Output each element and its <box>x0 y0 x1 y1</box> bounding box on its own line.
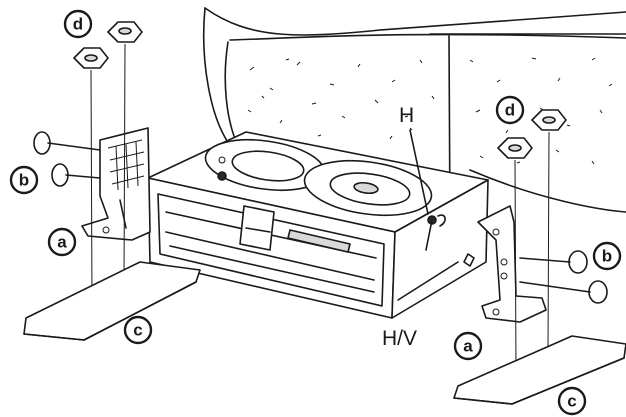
label-hv: H/V <box>382 327 417 350</box>
svg-text:d: d <box>505 101 515 120</box>
right-bracket <box>477 205 547 323</box>
svg-text:b: b <box>602 247 612 266</box>
right-screws <box>519 250 608 304</box>
label-h: H <box>399 104 414 127</box>
badge-b-left: b <box>9 165 39 195</box>
badge-c-right: c <box>557 386 587 416</box>
main-unit <box>147 131 489 319</box>
badge-c-left: c <box>123 315 153 345</box>
leader-lines <box>397 129 459 301</box>
badge-d-right: d <box>495 95 525 125</box>
left-plate <box>23 261 201 341</box>
badge-a-left: a <box>47 227 77 257</box>
badge-d-left: d <box>63 9 93 39</box>
badge-b-right: b <box>592 241 622 271</box>
seat-upholstery <box>202 7 626 226</box>
left-bracket <box>81 127 151 241</box>
svg-text:d: d <box>73 15 83 34</box>
svg-text:a: a <box>463 337 473 356</box>
svg-text:c: c <box>567 392 576 411</box>
svg-text:b: b <box>19 171 29 190</box>
svg-text:c: c <box>133 321 142 340</box>
svg-text:a: a <box>57 233 67 252</box>
right-plate <box>453 335 626 405</box>
badge-a-right: a <box>453 331 483 361</box>
left-screws <box>33 131 101 187</box>
